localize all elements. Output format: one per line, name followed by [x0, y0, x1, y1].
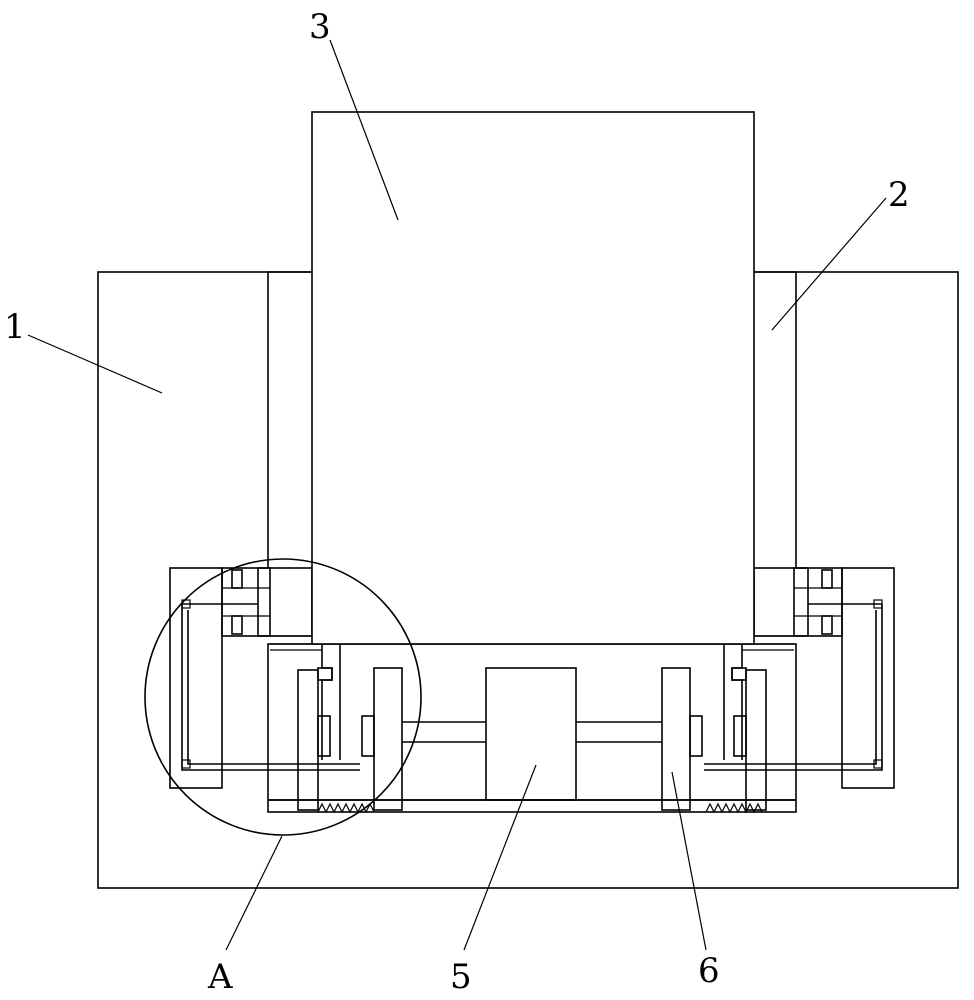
label-part-6: 6 [698, 951, 720, 991]
reference-labels: 1 3 2 A 5 6 [4, 7, 910, 997]
detail-circle-a [144, 558, 422, 836]
right-clamp-assembly [661, 567, 895, 814]
label-part-2: 2 [888, 175, 910, 215]
connecting-rods [402, 721, 662, 743]
leader-lines [27, 39, 887, 951]
label-detail-a: A [207, 957, 233, 997]
label-part-1: 1 [4, 307, 26, 347]
lower-frame [267, 643, 797, 813]
label-part-5: 5 [450, 957, 472, 997]
guide-rail-part-2 [267, 271, 797, 568]
motor-block-part-5 [485, 667, 577, 801]
left-clamp-assembly [169, 567, 403, 814]
main-body-part-3 [311, 111, 755, 645]
label-part-3: 3 [309, 7, 331, 47]
